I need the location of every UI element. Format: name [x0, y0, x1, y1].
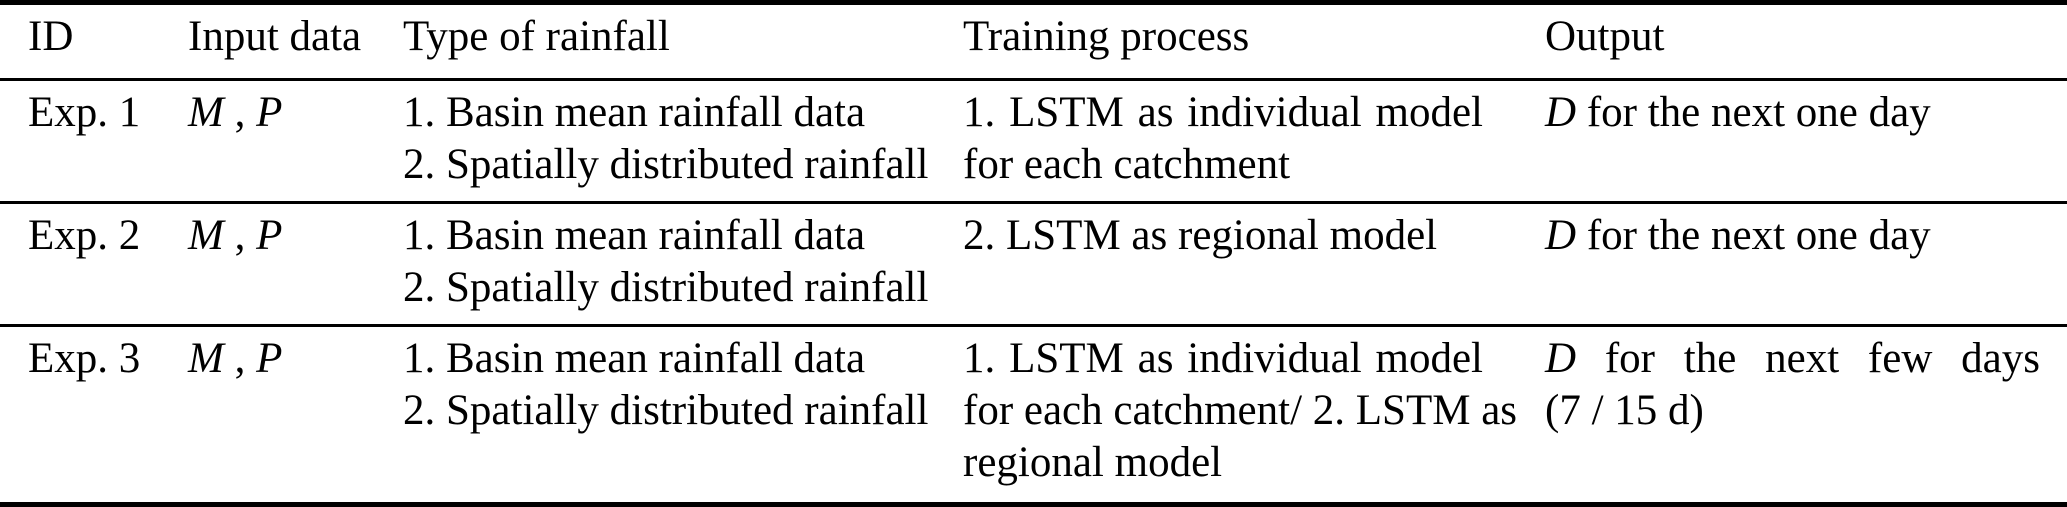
training-process-cell: 1. LSTM as individual model for each cat…: [963, 87, 1545, 191]
row-id-cell: Exp. 2: [28, 212, 141, 259]
input-data-cell: M , P: [188, 333, 403, 489]
column-header-type-of-rainfall: Type of rainfall: [403, 13, 670, 60]
output-variable-d: D: [1545, 89, 1577, 136]
input-data-cell: M , P: [188, 210, 403, 314]
output-line: D for the next one day: [1545, 87, 2040, 139]
table-top-rule: [0, 0, 2067, 5]
output-cell: D for the next one day: [1545, 87, 2067, 191]
table-header-row: ID Input data Type of rainfall Training …: [0, 5, 2067, 78]
output-line: D for the next few days: [1545, 333, 2040, 385]
rainfall-line: 1. Basin mean rainfall data: [403, 89, 866, 136]
output-cell: D for the next few days (7 / 15 d): [1545, 333, 2067, 489]
output-variable-d: D: [1545, 335, 1577, 382]
row-separator-rule: [0, 324, 2067, 327]
rainfall-line: 2. Spatially distributed rainfall: [403, 387, 929, 434]
column-header-output: Output: [1545, 13, 1665, 60]
output-variable-d: D: [1545, 212, 1577, 259]
input-data-cell: M , P: [188, 87, 403, 191]
output-cell: D for the next one day: [1545, 210, 2067, 314]
rainfall-type-cell: 1. Basin mean rainfall data 2. Spatially…: [403, 210, 963, 314]
rainfall-type-cell: 1. Basin mean rainfall data 2. Spatially…: [403, 333, 963, 489]
input-variable-p: P: [256, 335, 283, 382]
training-line: 1. LSTM as individual model: [963, 335, 1483, 382]
training-line: 1. LSTM as individual model: [963, 89, 1483, 136]
training-line: for each catchment: [963, 141, 1291, 188]
output-line: (7 / 15 d): [1545, 387, 1704, 434]
rainfall-line: 2. Spatially distributed rainfall: [403, 141, 929, 188]
output-text: for the next one day: [1576, 212, 1931, 259]
rainfall-type-cell: 1. Basin mean rainfall data 2. Spatially…: [403, 87, 963, 191]
table-row-exp3: Exp. 3 M , P 1. Basin mean rainfall data…: [0, 327, 2067, 502]
input-variable-p: P: [256, 212, 283, 259]
rainfall-line: 2. Spatially distributed rainfall: [403, 264, 929, 311]
training-line: regional model: [963, 439, 1223, 486]
output-text: for the next few days: [1576, 335, 2040, 382]
training-process-cell: 2. LSTM as regional model: [963, 210, 1545, 314]
input-variable-m: M: [188, 335, 224, 382]
output-line: D for the next one day: [1545, 210, 2040, 262]
table-bottom-rule: [0, 502, 2067, 507]
input-separator: ,: [223, 89, 257, 136]
table-row-exp2: Exp. 2 M , P 1. Basin mean rainfall data…: [0, 204, 2067, 324]
input-separator: ,: [223, 212, 257, 259]
input-variable-m: M: [188, 212, 224, 259]
column-header-training-process: Training process: [963, 13, 1250, 60]
table-row-exp1: Exp. 1 M , P 1. Basin mean rainfall data…: [0, 81, 2067, 201]
row-id-cell: Exp. 1: [28, 89, 141, 136]
input-separator: ,: [223, 335, 257, 382]
row-separator-rule: [0, 201, 2067, 204]
column-header-id: ID: [28, 13, 74, 60]
training-process-cell: 1. LSTM as individual model for each cat…: [963, 333, 1545, 489]
rainfall-line: 1. Basin mean rainfall data: [403, 212, 866, 259]
input-variable-p: P: [256, 89, 283, 136]
training-line: for each catchment/ 2. LSTM as: [963, 387, 1518, 434]
column-header-input-data: Input data: [188, 13, 362, 60]
training-line: 2. LSTM as regional model: [963, 212, 1438, 259]
input-variable-m: M: [188, 89, 224, 136]
rainfall-line: 1. Basin mean rainfall data: [403, 335, 866, 382]
header-separator-rule: [0, 78, 2067, 81]
row-id-cell: Exp. 3: [28, 335, 141, 382]
output-text: for the next one day: [1576, 89, 1931, 136]
